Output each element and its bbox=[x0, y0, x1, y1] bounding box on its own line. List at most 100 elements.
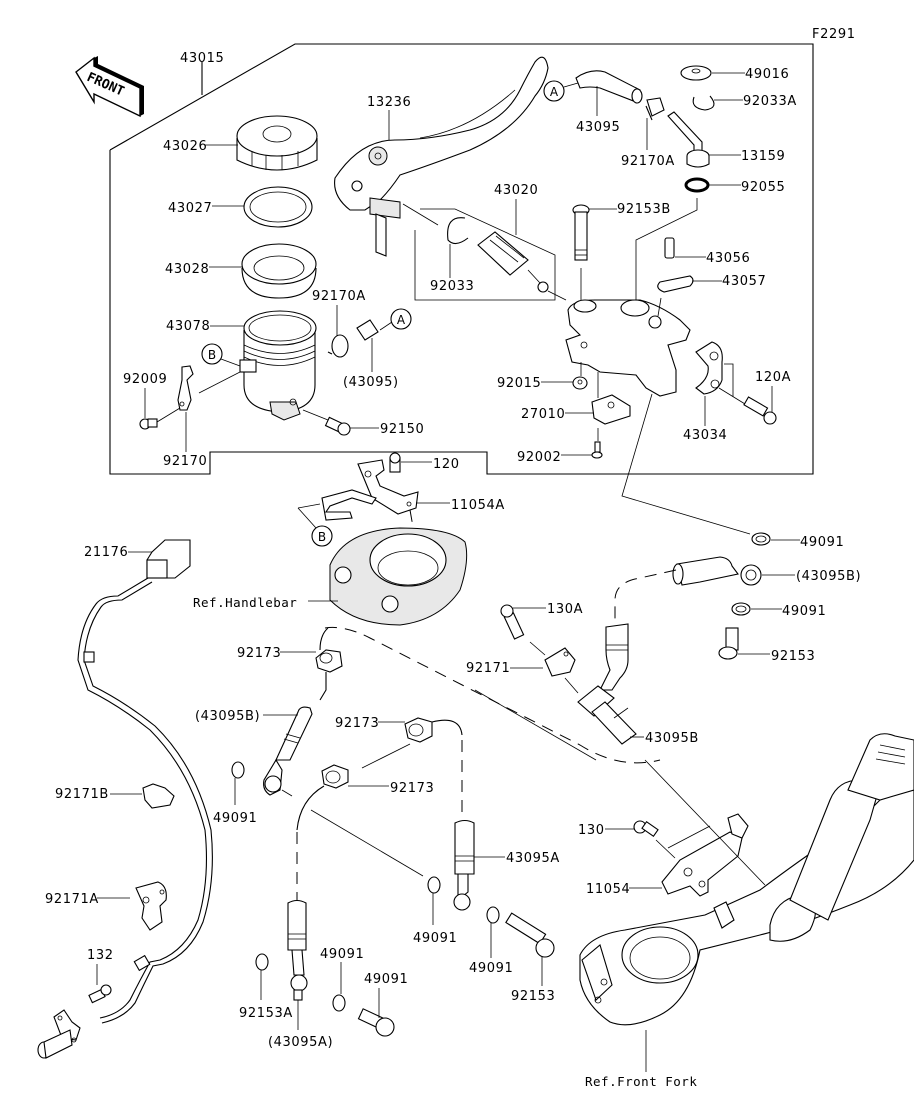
callout-43078[interactable]: 43078 bbox=[166, 319, 210, 334]
callout-21176[interactable]: 21176 bbox=[84, 545, 128, 560]
callout-43095-paren[interactable]: (43095) bbox=[343, 375, 399, 390]
callout-11054A[interactable]: 11054A bbox=[451, 498, 505, 513]
washer-49091-center[interactable] bbox=[427, 876, 441, 894]
callout-11054[interactable]: 11054 bbox=[586, 882, 630, 897]
banjo-bolt-92153[interactable] bbox=[718, 627, 739, 660]
piston-assembly[interactable] bbox=[477, 231, 567, 301]
callout-13159[interactable]: 13159 bbox=[741, 149, 785, 164]
callout-92033A[interactable]: 92033A bbox=[743, 94, 797, 109]
callout-43095B[interactable]: 43095B bbox=[645, 731, 699, 746]
banjo-43095B-upper[interactable] bbox=[672, 556, 762, 586]
bleeder-43056[interactable] bbox=[664, 237, 675, 259]
fitting-13159[interactable] bbox=[667, 111, 710, 168]
diaphragm[interactable] bbox=[241, 243, 317, 299]
hose-clamp-92173-a[interactable] bbox=[315, 649, 343, 673]
callout-43095B-paren-a[interactable]: (43095B) bbox=[796, 569, 861, 584]
hose-43095A-lower[interactable] bbox=[287, 899, 308, 1001]
callout-92173-c[interactable]: 92173 bbox=[390, 781, 434, 796]
circlip-92033A[interactable] bbox=[692, 95, 715, 111]
callout-92171[interactable]: 92171 bbox=[466, 661, 510, 676]
bracket-11054[interactable] bbox=[661, 813, 749, 897]
callout-43028[interactable]: 43028 bbox=[165, 262, 209, 277]
nut-92015[interactable] bbox=[572, 376, 588, 390]
screw-120[interactable] bbox=[389, 452, 401, 473]
callout-43026[interactable]: 43026 bbox=[163, 139, 207, 154]
callout-92153A[interactable]: 92153 bbox=[511, 989, 555, 1004]
callout-43015[interactable]: 43015 bbox=[180, 51, 224, 66]
oring-92055[interactable] bbox=[684, 177, 710, 193]
callout-92153-a[interactable]: 92153 bbox=[771, 649, 815, 664]
callout-130A[interactable]: 130A bbox=[547, 602, 583, 617]
callout-92170[interactable]: 92170 bbox=[163, 454, 207, 469]
hose-clamp-92173-b[interactable] bbox=[404, 717, 433, 743]
callout-43034[interactable]: 43034 bbox=[683, 428, 727, 443]
callout-43095[interactable]: 43095 bbox=[576, 120, 620, 135]
clip-92171[interactable] bbox=[544, 647, 576, 677]
callout-49091-c[interactable]: 49091 bbox=[213, 811, 257, 826]
cap-49016[interactable] bbox=[680, 65, 712, 81]
bolt-120A[interactable] bbox=[743, 396, 777, 425]
callout-92170A-a[interactable]: 92170A bbox=[312, 289, 366, 304]
callout-92173-a[interactable]: 92173 bbox=[237, 646, 281, 661]
banjo-bolt-92153-lower[interactable] bbox=[357, 1008, 395, 1037]
hose-stub[interactable] bbox=[356, 319, 379, 341]
hose-clamp-upper[interactable] bbox=[645, 97, 665, 121]
hose-43095B-lower[interactable] bbox=[263, 706, 313, 796]
hose-clamp[interactable] bbox=[327, 334, 349, 358]
hose-43095B[interactable] bbox=[577, 623, 637, 745]
callout-13236[interactable]: 13236 bbox=[367, 95, 411, 110]
callout-49091-f[interactable]: 92153A bbox=[239, 1006, 293, 1021]
bolt-130[interactable] bbox=[633, 820, 659, 838]
callout-92173-b[interactable]: 92173 bbox=[335, 716, 379, 731]
callout-43057[interactable]: 43057 bbox=[722, 274, 766, 289]
pivot-bolt-92153B[interactable] bbox=[572, 204, 590, 261]
callout-92002[interactable]: 92002 bbox=[517, 450, 561, 465]
callout-43056[interactable]: 43056 bbox=[706, 251, 750, 266]
reservoir-bracket[interactable] bbox=[177, 365, 194, 411]
washer-49091-mid[interactable] bbox=[731, 602, 751, 616]
ref-handlebar[interactable]: Ref.Handlebar bbox=[193, 595, 297, 610]
callout-43027[interactable]: 43027 bbox=[168, 201, 212, 216]
callout-92015[interactable]: 92015 bbox=[497, 376, 541, 391]
callout-27010[interactable]: 27010 bbox=[521, 407, 565, 422]
banjo-bolt-92153A[interactable] bbox=[505, 912, 555, 958]
brake-switch-27010[interactable] bbox=[591, 394, 631, 425]
callout-49091-b[interactable]: 49091 bbox=[782, 604, 826, 619]
callout-92033[interactable]: 92033 bbox=[430, 279, 474, 294]
brake-lever[interactable] bbox=[334, 56, 549, 257]
bracket-11054A[interactable] bbox=[321, 459, 419, 521]
clip-92171B[interactable] bbox=[142, 783, 175, 809]
callout-92171B[interactable]: 92171B bbox=[55, 787, 109, 802]
callout-49091-a[interactable]: 49091 bbox=[800, 535, 844, 550]
washer-49091-lowmid[interactable] bbox=[332, 994, 346, 1012]
callout-92150[interactable]: 92150 bbox=[380, 422, 424, 437]
callout-49091-e[interactable]: 49091 bbox=[469, 961, 513, 976]
screw-92002[interactable] bbox=[591, 441, 603, 459]
washer-49091-left[interactable] bbox=[231, 761, 245, 779]
washer-49091-lowleft[interactable] bbox=[255, 953, 269, 971]
washer-49091-right[interactable] bbox=[486, 906, 500, 924]
ref-front-fork[interactable]: Ref.Front Fork bbox=[585, 1074, 697, 1089]
washer-49091-top[interactable] bbox=[751, 532, 771, 546]
callout-130[interactable]: 130 bbox=[578, 823, 605, 838]
diaphragm-plate[interactable] bbox=[243, 186, 313, 228]
callout-92055[interactable]: 92055 bbox=[741, 180, 785, 195]
callout-92009[interactable]: 92009 bbox=[123, 372, 167, 387]
bracket-92171A[interactable] bbox=[135, 881, 167, 931]
connector-21176[interactable] bbox=[146, 539, 191, 579]
callout-43095A[interactable]: 43095A bbox=[506, 851, 560, 866]
callout-49091-d[interactable]: 49091 bbox=[413, 931, 457, 946]
hose-43095[interactable] bbox=[575, 70, 643, 104]
cap-43057[interactable] bbox=[657, 275, 694, 293]
callout-92170A-b[interactable]: 92170A bbox=[621, 154, 675, 169]
handlebar-clamp-43034[interactable] bbox=[695, 341, 723, 395]
callout-49016[interactable]: 49016 bbox=[745, 67, 789, 82]
callout-92153B[interactable]: 92153B bbox=[617, 202, 671, 217]
bolt-132[interactable] bbox=[88, 984, 112, 1004]
reservoir-cap[interactable] bbox=[236, 115, 318, 171]
callout-120[interactable]: 120 bbox=[433, 457, 460, 472]
bolt-92009[interactable] bbox=[139, 418, 158, 430]
callout-49091-g[interactable]: 49091 bbox=[320, 947, 364, 962]
callout-120A[interactable]: 120A bbox=[755, 370, 791, 385]
callout-43020[interactable]: 43020 bbox=[494, 183, 538, 198]
